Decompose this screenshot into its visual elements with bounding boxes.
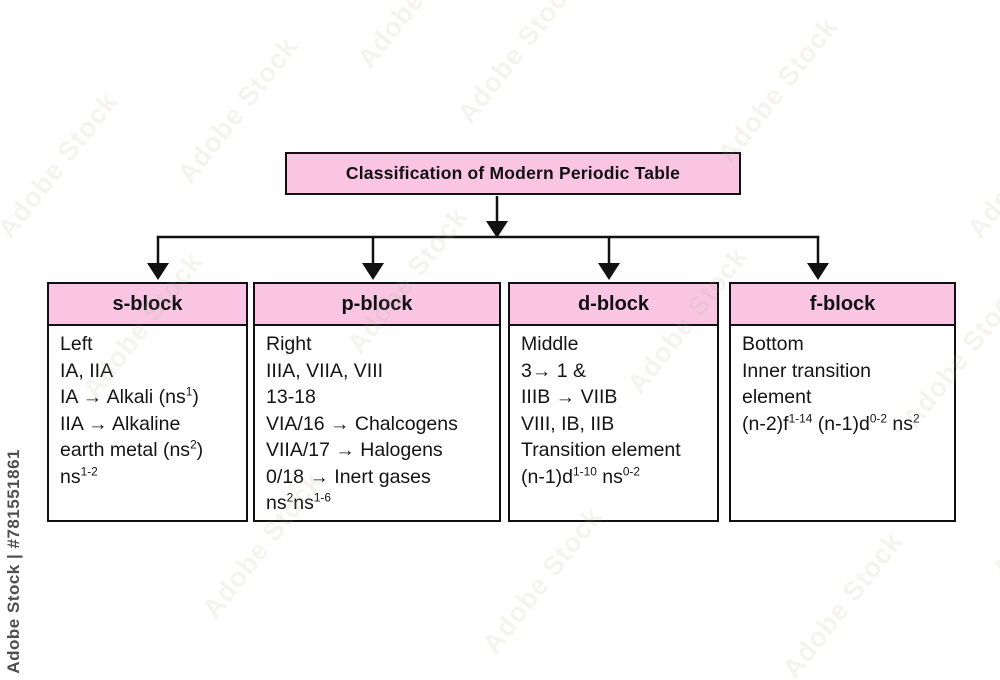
text-line: Transition element [521, 439, 681, 461]
text-line: Bottom [742, 333, 804, 355]
text-line: VIII, IB, IIB [521, 412, 615, 435]
text-line: 0/18 → Inert gases [266, 465, 431, 488]
adobe-stock-watermark: Adobe Stock | #781551861 [4, 449, 23, 674]
diagram-title: Classification of Modern Periodic Table [345, 163, 681, 183]
text-line: IIIA, VIIA, VIII [266, 359, 384, 382]
text-line: 13-18 [266, 386, 316, 408]
text-line: ns1-2 [60, 464, 98, 488]
text-line: Middle [521, 333, 579, 355]
text-line: Right [266, 333, 312, 355]
connector-lines [156, 196, 820, 266]
ghost-watermark-text: Adobe Stock [476, 501, 609, 659]
d-block-body: Middle 3→ 1 & IIIB → VIIB VIII, IB, IIB Tran… [510, 326, 717, 490]
ghost-watermark-text: Adobe Stock [711, 11, 844, 169]
title-box: Classification of Modern Periodic Table [285, 152, 741, 195]
text-line: VIIA/17 → Halogens [266, 439, 443, 461]
text-line: (n-2)f1-14 (n-1)d0-2 ns2 [742, 411, 920, 435]
ghost-watermark-text: Adobe Stock [961, 87, 1000, 244]
ghost-watermark-text: Adobe Stock [0, 86, 124, 244]
ghost-watermark-text: Adobe Stock [986, 427, 1000, 584]
ghost-watermark-text: Adobe Stock [352, 0, 485, 74]
f-block-header: f-block [731, 284, 954, 326]
text-line: IIA → Alkaline [60, 412, 181, 435]
ghost-watermark-text: Adobe Stock [776, 526, 909, 680]
text-line: ns2ns1-6 [266, 490, 331, 514]
text-line: VIA/16 → Chalcogens [266, 412, 458, 435]
text-line: Left [60, 333, 93, 355]
text-line: IIIB → VIIB [521, 386, 618, 408]
s-block-header: s-block [49, 284, 246, 326]
text-line: earth metal (ns2) [60, 437, 204, 461]
text-line: Inner transition [742, 359, 871, 382]
d-block-header: d-block [510, 284, 717, 326]
text-line: 3→ 1 & [521, 359, 587, 382]
text-line: (n-1)d1-10 ns0-2 [521, 464, 640, 488]
text-line: element [742, 386, 812, 408]
text-line: IA → Alkali (ns1) [60, 384, 199, 408]
ghost-watermark-text: Adobe Stock [451, 0, 584, 129]
d-block-box: d-block Middle 3→ 1 & IIIB → VIIB VIII, IB,… [508, 282, 719, 522]
p-block-header: p-block [255, 284, 499, 326]
text-line: IA, IIA [60, 359, 114, 382]
arrowheads [147, 221, 829, 280]
